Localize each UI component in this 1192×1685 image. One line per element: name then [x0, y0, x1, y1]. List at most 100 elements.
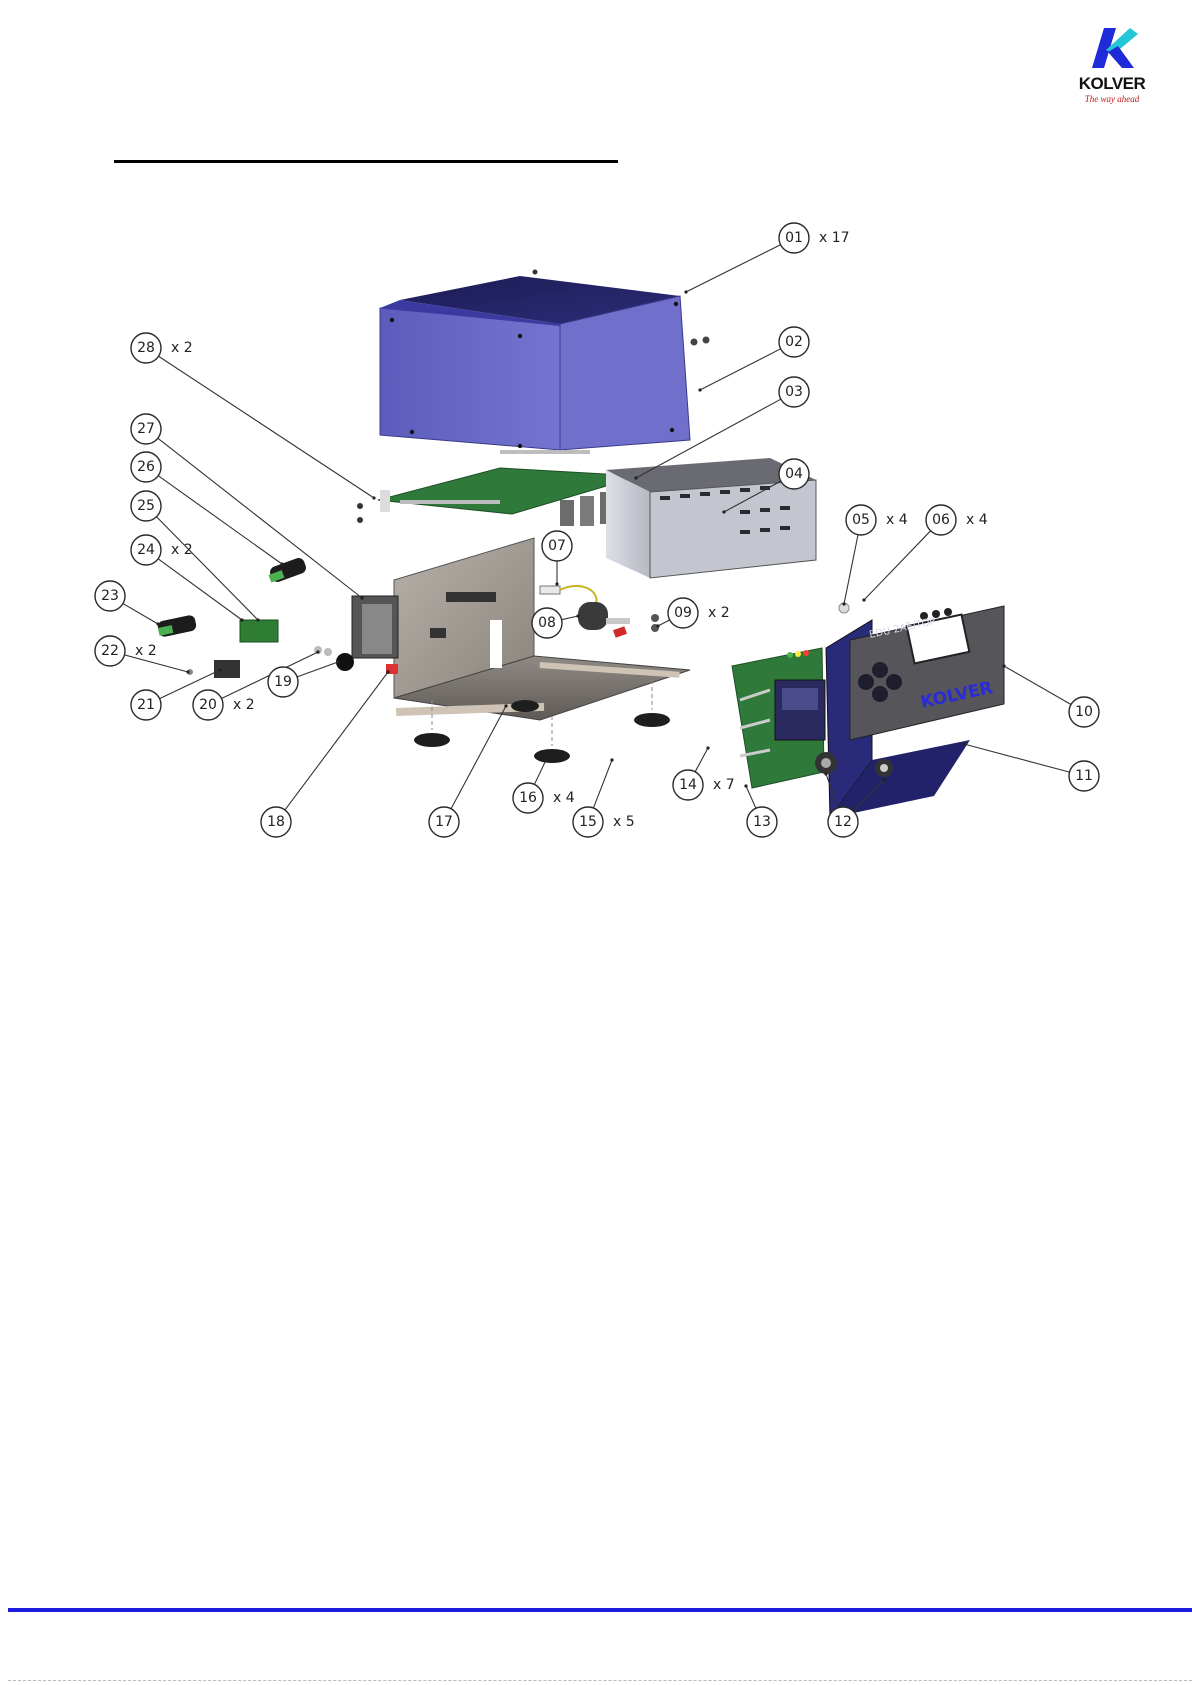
callout-number-23: 23 [101, 588, 119, 604]
callout-leader-16 [534, 760, 546, 784]
callout-leader-tip-22 [186, 670, 189, 673]
callout-quantity-09: x 2 [708, 605, 730, 621]
callout-leader-tip-20 [316, 650, 319, 653]
callout-number-03: 03 [785, 384, 803, 400]
logo-tagline: The way ahead [1072, 94, 1152, 104]
callout-number-01: 01 [785, 230, 803, 246]
callout-number-13: 13 [753, 814, 771, 830]
callout-21: 21 [131, 690, 161, 720]
callout-24: 24 x 2 [131, 535, 193, 565]
callout-quantity-20: x 2 [233, 697, 255, 713]
callout-leader-06 [864, 531, 931, 600]
callout-leader-tip-12 [824, 772, 827, 775]
callout-leader-15 [593, 760, 612, 808]
callout-leader-tip-21 [218, 668, 221, 671]
callout-leader-tip-05 [842, 602, 845, 605]
top-cover [380, 276, 690, 450]
callout-leader-01 [686, 245, 781, 292]
callout-19: 19 [268, 667, 298, 697]
callout-06: 06 x 4 [926, 505, 988, 535]
callout-leader-tip-24 [240, 618, 243, 621]
callout-25: 25 [131, 491, 161, 521]
callout-number-07: 07 [548, 538, 566, 554]
callout-18: 18 [261, 807, 291, 837]
callout-quantity-05: x 4 [886, 512, 908, 528]
callout-number-17: 17 [435, 814, 453, 830]
callout-leader-tip-10 [1002, 664, 1005, 667]
callout-leader-tip-06 [862, 598, 865, 601]
callout-leader-tip-04 [722, 510, 725, 513]
callout-leader-tip-28 [372, 496, 375, 499]
callout-quantity-28: x 2 [171, 340, 193, 356]
callout-number-06: 06 [932, 512, 950, 528]
callout-leader-tip-08 [576, 614, 579, 617]
transformer [352, 596, 398, 658]
kolver-k-logo-icon [1084, 24, 1140, 72]
callout-number-10: 10 [1075, 704, 1093, 720]
callout-15: 15x 5 [573, 807, 635, 837]
callout-quantity-01: x 17 [819, 230, 850, 246]
callout-11: 11 [1069, 761, 1099, 791]
callout-quantity-16: x 4 [553, 790, 575, 806]
callout-quantity-22: x 2 [135, 643, 157, 659]
callout-number-09: 09 [674, 605, 692, 621]
callout-16: 16 x 4 [513, 783, 575, 813]
callout-number-20: 20 [199, 697, 217, 713]
display-pcb [732, 648, 825, 788]
callout-quantity-14: x 7 [713, 777, 735, 793]
kolver-logo: KOLVER The way ahead [1072, 20, 1152, 110]
callout-quantity-24: x 2 [171, 542, 193, 558]
callout-number-12: 12 [834, 814, 852, 830]
callout-leader-tip-11 [962, 742, 965, 745]
callout-leader-13 [746, 786, 756, 808]
callout-leader-tip-18 [386, 670, 389, 673]
callout-leader-05 [844, 535, 858, 604]
callout-leader-17 [451, 706, 506, 809]
callout-leader-tip-16 [544, 758, 547, 761]
title-underline [114, 160, 618, 163]
callout-leader-24 [158, 559, 242, 620]
callout-number-11: 11 [1075, 768, 1093, 784]
callout-04: 04 [779, 459, 809, 489]
callout-quantity-06: x 4 [966, 512, 988, 528]
callout-leader-18 [285, 672, 388, 810]
callout-leader-tip-25 [256, 618, 259, 621]
callout-07: 07 [542, 531, 572, 561]
callout-quantity-15: x 5 [613, 814, 635, 830]
main-pcb [357, 450, 640, 526]
callout-leader-27 [158, 438, 362, 598]
callout-leader-tip-27 [360, 596, 363, 599]
callout-20: 20 x 2 [193, 690, 255, 720]
callout-09: 09 x 2 [668, 598, 730, 628]
callout-leader-tip-07 [555, 582, 558, 585]
callout-08: 08 [532, 608, 562, 638]
callout-26: 26 [131, 452, 161, 482]
callout-17: 17 [429, 807, 459, 837]
footer-rule [8, 1608, 1192, 1612]
page-bottom-edge [8, 1680, 1192, 1681]
callout-23: 23 [95, 581, 125, 611]
callout-number-25: 25 [137, 498, 155, 514]
callout-05: 05 x 4 [846, 505, 908, 535]
callout-number-05: 05 [852, 512, 870, 528]
callout-leader-tip-17 [504, 704, 507, 707]
callout-leader-09 [658, 620, 670, 626]
callout-number-24: 24 [137, 542, 155, 558]
logo-brand-text: KOLVER [1072, 74, 1152, 94]
callout-leader-28 [159, 356, 374, 498]
callout-leader-02 [700, 349, 781, 390]
callout-03: 03 [779, 377, 809, 407]
callout-leader-23 [123, 604, 158, 624]
callout-13: 13 [747, 807, 777, 837]
callout-number-02: 02 [785, 334, 803, 350]
callout-number-16: 16 [519, 790, 537, 806]
callout-number-18: 18 [267, 814, 285, 830]
callout-leader-tip-23 [156, 622, 159, 625]
callout-leader-tip-02 [698, 388, 701, 391]
callout-number-28: 28 [137, 340, 155, 356]
callout-10: 10 [1069, 697, 1099, 727]
callout-leader-11 [964, 744, 1070, 772]
